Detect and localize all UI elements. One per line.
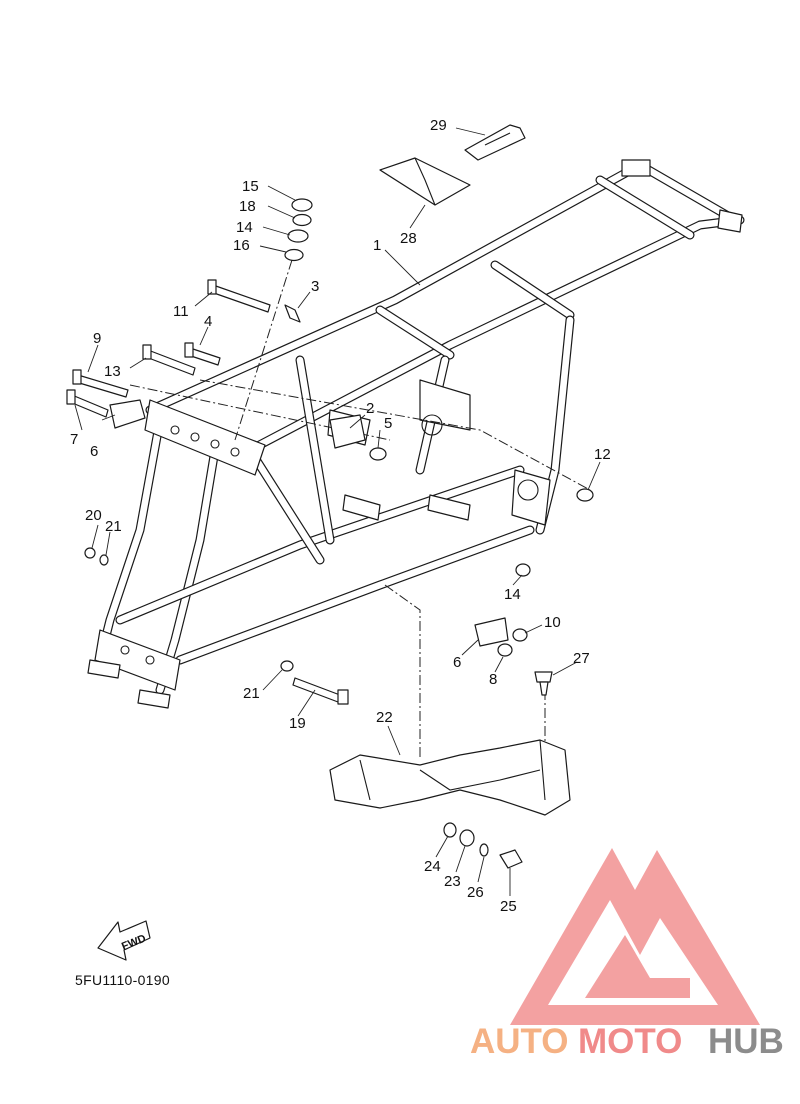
callout-27: 27 [573, 650, 590, 667]
watermark-logo: AUTO MOTO HUB [470, 848, 784, 1061]
bolt-part-3 [284, 304, 301, 323]
washer-part-21-lower [280, 660, 294, 672]
catalog-code: 5FU1110-0190 [75, 972, 170, 988]
callout-11: 11 [173, 303, 189, 320]
callout-21-lower: 21 [243, 685, 260, 702]
reference-line-bolts-13 [199, 379, 591, 491]
reference-line-top [234, 259, 293, 441]
bolt-part-4 [184, 342, 221, 366]
bolt-part-19 [292, 677, 349, 705]
washer-part-20 [84, 547, 96, 559]
callout-18: 18 [239, 198, 256, 215]
callout-17: 16 [233, 237, 250, 254]
callout-26: 26 [467, 884, 484, 901]
callout-16: 15 [242, 178, 259, 195]
bolt-part-9 [72, 369, 129, 398]
callout-13: 13 [104, 363, 121, 380]
bracket-part-6-upper [109, 399, 146, 429]
collar-part-24 [443, 822, 457, 838]
callout-14: 14 [504, 586, 521, 603]
watermark-auto: AUTO [470, 1022, 569, 1061]
watermark-moto: MOTO [578, 1022, 682, 1061]
callout-21-upper: 21 [105, 518, 122, 535]
bolt-part-7 [66, 389, 109, 418]
bracket-part-6-lower [474, 617, 509, 647]
callout-12: 12 [594, 446, 611, 463]
callout-3: 3 [311, 278, 319, 295]
nut-part-5 [369, 447, 387, 461]
bolt-part-11 [207, 279, 271, 313]
cover-part-28 [379, 157, 471, 206]
leader-lines [74, 127, 601, 896]
callout-7: 7 [70, 431, 78, 448]
fwd-arrow-icon: FWD [97, 920, 151, 961]
callout-28: 28 [400, 230, 417, 247]
nut-part-8 [497, 643, 513, 657]
washer-part-21-upper [99, 554, 109, 566]
callout-24: 24 [424, 858, 441, 875]
washer-part-26 [479, 843, 489, 857]
clip-part-29 [464, 124, 526, 161]
plate-part-2 [329, 414, 366, 449]
bolt-part-25 [499, 849, 523, 869]
bolt-part-13 [142, 344, 196, 376]
callout-25: 25 [500, 898, 517, 915]
callout-19: 19 [289, 715, 306, 732]
callout-15: 14 [236, 219, 253, 236]
callout-20: 20 [85, 507, 102, 524]
callout-9: 9 [93, 330, 101, 347]
grommet-part-23 [459, 829, 475, 847]
callout-22: 22 [376, 709, 393, 726]
reference-line-center [384, 584, 421, 760]
callout-8: 8 [489, 671, 497, 688]
callout-29: 29 [430, 117, 447, 134]
collar-stack [284, 198, 313, 262]
callout-10: 10 [544, 614, 561, 631]
engine-guard-part-22 [329, 739, 571, 816]
callout-6-lower: 6 [453, 654, 461, 671]
callout-6-upper: 6 [90, 443, 98, 460]
nut-part-10 [512, 628, 528, 642]
callout-2: 2 [366, 400, 374, 417]
callout-5: 5 [384, 415, 392, 432]
frame-part-1 [87, 159, 745, 709]
bolt-part-27 [534, 671, 553, 696]
callout-23: 23 [444, 873, 461, 890]
watermark-hub: HUB [708, 1022, 784, 1061]
nut-part-12 [576, 488, 594, 502]
callout-1: 1 [373, 237, 381, 254]
callout-4: 4 [204, 313, 212, 330]
nut-part-14 [515, 563, 531, 577]
